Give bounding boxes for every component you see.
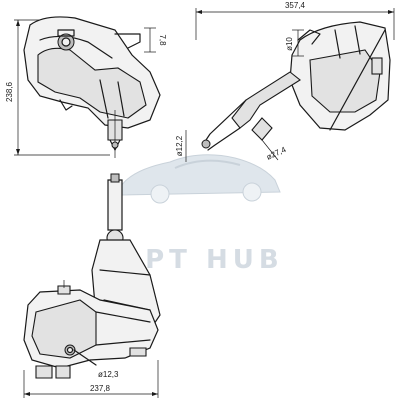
dim-width-top-label: 357,4 [285,1,306,10]
tank-rear-view [23,173,161,398]
watermark-car-logo [119,154,281,204]
dim-width-bottom-label: 237,8 [90,384,111,393]
dim-port-12-3-label: ø12,3 [98,370,119,379]
dim-pipe-10-label: ø10 [285,37,294,51]
dim-pipe-12-2-label: ø12,2 [175,135,184,156]
dim-port-27-4-label: ø27,4 [265,145,288,162]
tank-side-view [185,8,395,162]
tank-front-view [14,16,161,158]
dim-height-label: 238,6 [5,81,14,102]
dim-pipe-7-label: 7,8 [158,34,167,46]
